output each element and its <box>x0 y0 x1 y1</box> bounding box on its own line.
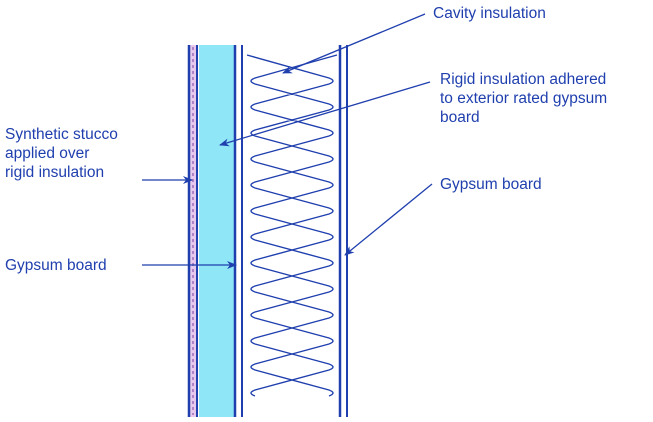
label-gypsum-board-left: Gypsum board <box>5 257 107 274</box>
cavity-insulation-leader <box>282 13 426 74</box>
label-synthetic-stucco: Synthetic stucco applied over rigid insu… <box>5 126 118 181</box>
rigid-insulation-leader <box>219 81 431 147</box>
label-cavity-insulation: Cavity insulation <box>433 5 546 22</box>
gypsum-right-leader <box>344 183 433 256</box>
cavity-insulation-batt <box>246 54 338 397</box>
synthetic-stucco-layer <box>189 45 197 417</box>
label-gypsum-board-right: Gypsum board <box>440 176 542 193</box>
label-rigid-insulation: Rigid insulation adhered to exterior rat… <box>440 71 608 126</box>
rigid-insulation-layer <box>199 45 234 417</box>
